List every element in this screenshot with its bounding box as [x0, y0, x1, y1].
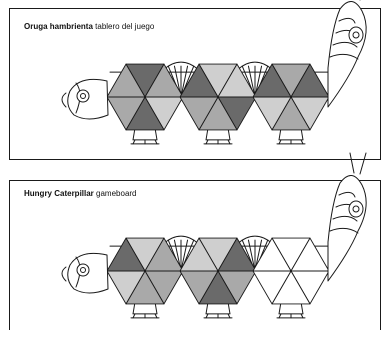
leg-toes	[279, 314, 303, 318]
head-pupil	[353, 206, 359, 212]
caterpillar-illustration	[10, 9, 382, 161]
caterpillar-head	[328, 0, 366, 107]
tail-tip	[62, 93, 66, 107]
leg-toes	[133, 140, 157, 144]
leg-toes	[206, 314, 230, 318]
tail-spiracle-inner	[81, 94, 86, 99]
tail-spiracle-inner	[81, 268, 86, 273]
leg-toes	[206, 140, 230, 144]
head-pupil	[353, 32, 359, 38]
leg-toes	[279, 140, 303, 144]
body-segment	[180, 64, 256, 130]
gameboard-spanish: Oruga hambrienta tablero del juego	[9, 8, 381, 160]
body-segment	[180, 238, 256, 304]
caterpillar-tail	[62, 253, 108, 293]
caterpillar-tail	[62, 79, 108, 119]
gameboard-english: Hungry Caterpillar gameboard	[9, 180, 381, 330]
leg-toes	[133, 314, 157, 318]
tail-tip	[62, 267, 66, 281]
caterpillar-illustration	[10, 181, 382, 331]
caterpillar-head	[328, 153, 366, 281]
